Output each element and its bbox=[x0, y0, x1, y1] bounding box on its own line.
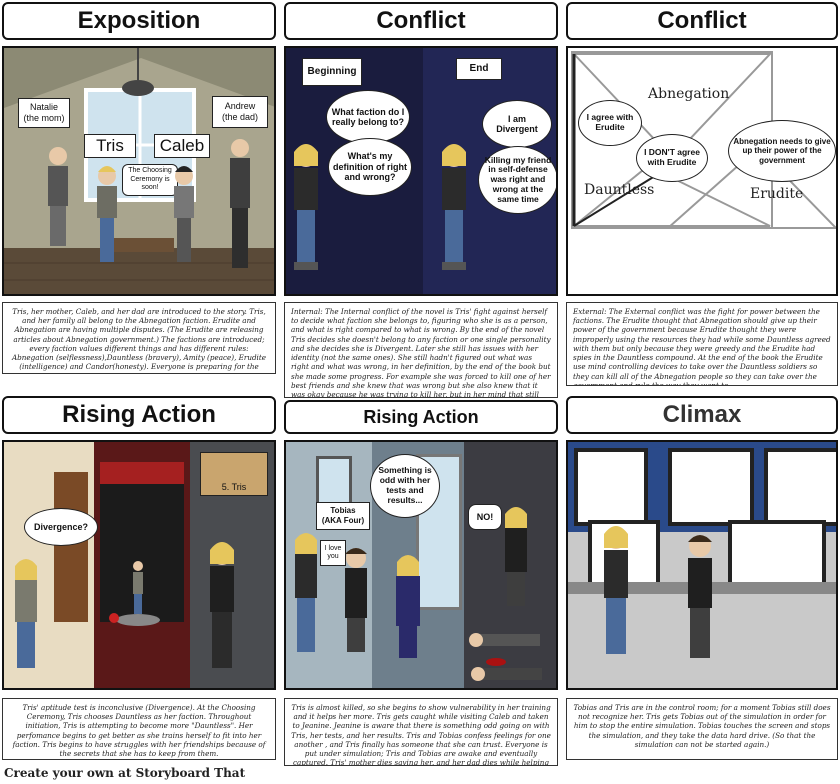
rising-action-2-description: Tris is almost killed, so she begins to … bbox=[284, 698, 558, 766]
panel-title-rising-action-1: Rising Action bbox=[2, 396, 276, 434]
tobias-control-room-figure bbox=[688, 535, 712, 658]
speech-choosing-ceremony: The Choosing Ceremony is soon! bbox=[122, 164, 178, 196]
jeanine-figure bbox=[396, 555, 420, 658]
speech-i-love-you: I love you bbox=[320, 540, 346, 566]
exposition-scene: Natalie (the mom) Andrew (the dad) Tris … bbox=[2, 46, 276, 296]
mom-figure bbox=[48, 147, 68, 246]
label-caleb: Caleb bbox=[154, 134, 210, 158]
tris-beginning-figure bbox=[294, 144, 318, 270]
monitor-2 bbox=[668, 448, 754, 526]
conflict-external-scene: Abnegation Dauntless Erudite I agree wit… bbox=[566, 46, 838, 296]
speech-no: NO! bbox=[468, 504, 502, 530]
label-beginning: Beginning bbox=[302, 58, 362, 86]
label-tris: Tris bbox=[84, 134, 136, 158]
tris-figure bbox=[97, 166, 117, 262]
climax-figures bbox=[604, 526, 712, 658]
thought-abnegation-power: Abnegation needs to give up their power … bbox=[728, 120, 836, 182]
tobias-figure bbox=[345, 548, 367, 652]
monitor-1 bbox=[574, 448, 648, 526]
tris-dauntless-figure bbox=[210, 542, 234, 668]
tris-figures-pair bbox=[294, 144, 466, 270]
rising-action-2-figures bbox=[295, 507, 542, 681]
thought-odd-tests: Something is odd with her tests and resu… bbox=[370, 454, 440, 518]
tris-no-figure bbox=[505, 507, 527, 606]
tris-control-room-figure bbox=[604, 526, 628, 654]
dad-figure bbox=[230, 139, 250, 268]
thought-right-wrong-question: What's my definition of right and wrong? bbox=[328, 138, 412, 196]
fallen-parents-figure bbox=[469, 633, 542, 681]
label-abnegation: Abnegation bbox=[648, 86, 730, 102]
tris-end-figure bbox=[442, 144, 466, 270]
panel-title-conflict-internal: Conflict bbox=[284, 2, 558, 40]
thought-divergence: Divergence? bbox=[24, 508, 98, 546]
characters-family bbox=[48, 139, 250, 268]
panel-title-conflict-external: Conflict bbox=[566, 2, 838, 40]
climax-scene bbox=[566, 440, 838, 690]
label-tobias-four: Tobias (AKA Four) bbox=[316, 502, 370, 530]
thought-i-am-divergent: I am Divergent bbox=[482, 100, 552, 148]
rising-action-figures bbox=[15, 542, 234, 668]
tris-aptitude-figure bbox=[15, 559, 37, 668]
rising-action-2-scene: Tobias (AKA Four) I love you Something i… bbox=[284, 440, 558, 690]
label-dauntless: Dauntless bbox=[584, 182, 655, 198]
storyboard-that-credit[interactable]: Create your own at Storyboard That bbox=[4, 766, 246, 780]
panel-title-exposition: Exposition bbox=[2, 2, 276, 40]
conflict-internal-scene: Beginning End What faction do I really b… bbox=[284, 46, 558, 296]
label-natalie: Natalie (the mom) bbox=[18, 98, 70, 128]
tris-ceremony-figure bbox=[109, 561, 160, 626]
thought-dont-agree-erudite: I DON'T agree with Erudite bbox=[636, 134, 708, 182]
exposition-description: Tris, her mother, Caleb, and her dad are… bbox=[2, 302, 276, 374]
panel-title-climax: Climax bbox=[566, 396, 838, 434]
climax-description: Tobias and Tris are in the control room;… bbox=[566, 698, 838, 760]
label-erudite: Erudite bbox=[750, 186, 804, 202]
thought-agree-erudite: I agree with Erudite bbox=[578, 100, 642, 146]
rising-action-1-description: Tris' aptitude test is inconclusive (Div… bbox=[2, 698, 276, 760]
sign-5-tris: 5. Tris bbox=[200, 452, 268, 496]
panel-title-rising-action-2: Rising Action bbox=[284, 400, 558, 434]
tris-with-tobias-figure bbox=[295, 533, 317, 652]
rising-action-1-scene: Divergence? 5. Tris bbox=[2, 440, 276, 690]
thought-faction-question: What faction do I really belong to? bbox=[326, 90, 410, 144]
caleb-figure bbox=[174, 166, 194, 262]
label-andrew: Andrew (the dad) bbox=[212, 96, 268, 128]
thought-killing-friend: Killing my friend in self-defense was ri… bbox=[478, 146, 556, 214]
label-end: End bbox=[456, 58, 502, 80]
conflict-internal-description: Internal: The Internal conflict of the n… bbox=[284, 302, 558, 398]
conflict-external-description: External: The External conflict was the … bbox=[566, 302, 838, 386]
faction-diagram bbox=[571, 51, 836, 229]
